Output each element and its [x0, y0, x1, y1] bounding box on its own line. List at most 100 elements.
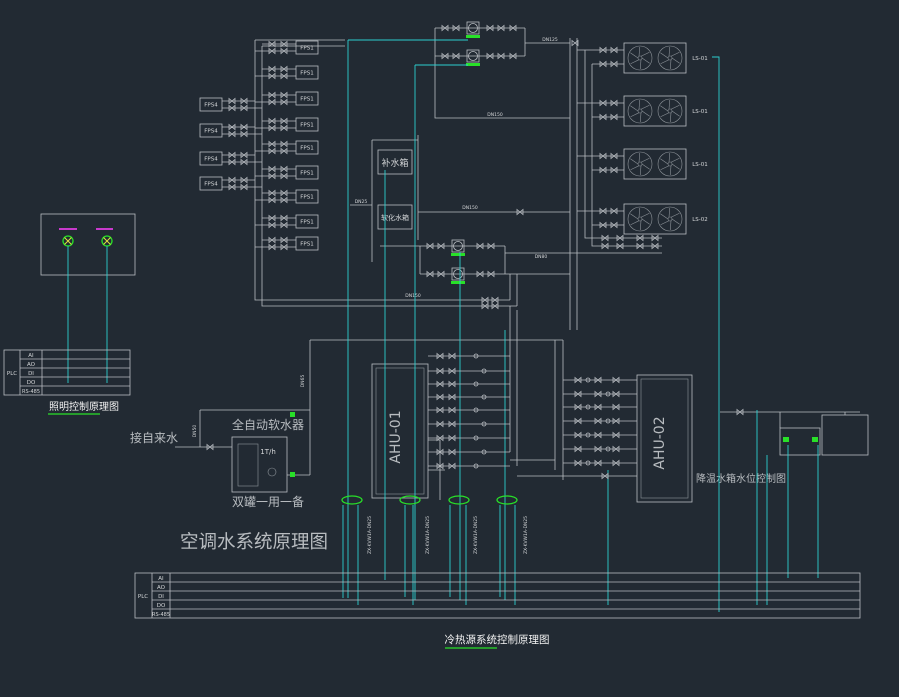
- gauge-icon: [585, 377, 591, 383]
- valve-icon: [280, 236, 288, 244]
- fan-coil-unit: [199, 123, 223, 138]
- fan-blade: [640, 213, 650, 218]
- valve-icon: [448, 462, 456, 470]
- valve-icon: [610, 166, 618, 174]
- valve-icon: [436, 434, 444, 442]
- valve-icon: [436, 420, 444, 428]
- text-label: FPS1: [300, 123, 313, 129]
- tap-water-inlet-label: 接自来水: [130, 430, 178, 445]
- softener-tank: [237, 443, 259, 487]
- fan-coil-unit: [199, 97, 223, 112]
- valve-icon: [610, 113, 618, 121]
- valve-icon: [497, 52, 505, 60]
- top-pump-piping: [434, 27, 570, 119]
- valve-icon: [240, 151, 248, 159]
- gauge-icon: [585, 432, 591, 438]
- pump-status-mark: [451, 253, 465, 256]
- fan-blade: [669, 165, 672, 176]
- fan-icon: [657, 98, 683, 124]
- valve-icon: [571, 39, 579, 47]
- valve-icon: [268, 172, 276, 180]
- softener-valve-head: [267, 467, 277, 477]
- fan-blade: [668, 207, 671, 218]
- valve-icon: [481, 296, 489, 304]
- plc-row-rs485: RS-485: [152, 612, 170, 618]
- valve-icon: [601, 472, 609, 480]
- valve-icon: [616, 242, 624, 250]
- tank-piping: [350, 135, 570, 262]
- valve-icon: [616, 234, 624, 242]
- text-label: ZX-KVW1A-DN25: [523, 516, 529, 554]
- pump-icon: [466, 21, 480, 35]
- valve-icon: [599, 221, 607, 229]
- valve-icon: [601, 242, 609, 250]
- signal-line: [347, 39, 468, 598]
- flow-sensor-icon: [341, 495, 363, 505]
- fan-blade: [630, 165, 640, 170]
- valve-icon: [594, 417, 602, 425]
- level-switch-icon: [783, 437, 789, 442]
- plc-row-di: DI: [28, 371, 34, 377]
- fan-blade: [660, 158, 669, 165]
- valve-icon: [599, 60, 607, 68]
- fcu-header: [254, 39, 517, 307]
- valve-icon: [599, 113, 607, 121]
- valve-icon: [280, 189, 288, 197]
- fan-blade: [671, 110, 680, 117]
- fan-blade: [641, 163, 650, 170]
- fan-blade: [670, 158, 680, 163]
- valve-icon: [280, 91, 288, 99]
- lighting-title: 照明控制原理图: [49, 400, 119, 413]
- level-switch-icon: [812, 437, 818, 442]
- valve-icon: [280, 72, 288, 80]
- pump-impeller-icon: [453, 269, 463, 279]
- fan-blade: [641, 57, 650, 64]
- flow-sensor-group: [341, 495, 518, 505]
- valve-icon: [268, 165, 276, 173]
- gauge-icon: [473, 463, 479, 469]
- valve-icon: [240, 130, 248, 138]
- outdoor-unit: [623, 148, 687, 180]
- valve-icon: [610, 46, 618, 54]
- softener-label: 全自动软水器: [232, 417, 304, 432]
- ahu-02-label: AHU-02: [652, 416, 668, 469]
- valve-icon: [280, 47, 288, 55]
- signal-line: [756, 410, 819, 605]
- fan-blade: [669, 220, 672, 231]
- valve-icon: [240, 176, 248, 184]
- tank-level-control: 降温水箱水位控制图: [696, 411, 869, 485]
- valve-icon: [574, 431, 582, 439]
- valve-icon: [441, 52, 449, 60]
- fan-blade: [660, 220, 670, 225]
- plc-row-do: DO: [27, 380, 36, 386]
- softener-status-mark: [290, 472, 295, 477]
- plc-row-do: DO: [157, 603, 166, 609]
- valve-icon: [228, 130, 236, 138]
- ahu-02-valve-cluster: [563, 376, 637, 467]
- lighting-control-diagram: [40, 213, 136, 383]
- valve-icon: [436, 352, 444, 360]
- fan-coil-unit: [199, 176, 223, 191]
- tank-level-title: 降温水箱水位控制图: [696, 472, 786, 485]
- fan-blade: [638, 46, 641, 57]
- pump-status-mark: [451, 281, 465, 284]
- valve-icon: [486, 52, 494, 60]
- ahu-01-riser: [509, 274, 518, 466]
- gauge-icon: [481, 449, 487, 455]
- fan-blade: [671, 57, 680, 64]
- fan-blade: [660, 105, 669, 112]
- flow-sensor-icon: [496, 495, 518, 505]
- valve-icon: [594, 403, 602, 411]
- valve-icon: [268, 117, 276, 125]
- fan-coil-unit: [295, 236, 319, 251]
- fan-blade: [630, 52, 639, 59]
- valve-icon: [268, 214, 276, 222]
- fan-blade: [638, 99, 641, 110]
- plant-plc-table: PLC AI AO DI DO RS-485: [134, 572, 861, 619]
- fan-icon: [627, 98, 653, 124]
- valve-icon: [280, 165, 288, 173]
- flow-sensor-icon: [448, 495, 470, 505]
- fan-blade: [630, 158, 639, 165]
- fan-icon: [657, 45, 683, 71]
